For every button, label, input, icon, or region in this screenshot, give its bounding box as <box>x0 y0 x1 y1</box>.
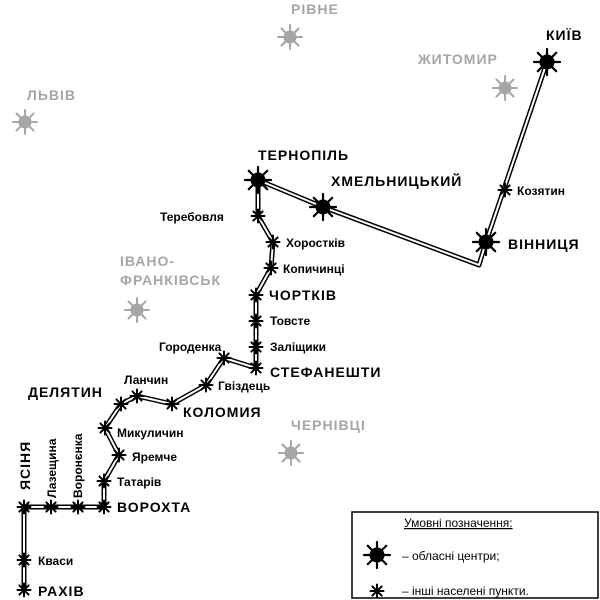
yasinia-icon <box>16 499 32 515</box>
chernivtsi-label: ЧЕРНІВЦІ <box>291 417 366 433</box>
mykulychyn-label: Микуличин <box>117 426 184 440</box>
kopychyntsi-label: Копичинці <box>283 262 345 276</box>
kvasy-icon <box>16 552 32 568</box>
route-centers: КИЇВ ТЕРНОПІЛЬ ХМЕЛЬНИЦЬКИЙ ВІННИЦЯ <box>243 27 583 257</box>
mykulychyn-icon <box>97 420 113 436</box>
stefaneshty-icon <box>248 360 264 376</box>
tatariv-icon <box>96 473 112 489</box>
tatariv-label: Татарів <box>117 475 161 489</box>
legend: Умовні позначення: – обласні центри; – і… <box>351 511 599 599</box>
rivne-icon <box>277 24 303 50</box>
vorokhta-label: ВОРОХТА <box>117 499 191 515</box>
rivne-label: РІВНЕ <box>291 1 339 17</box>
khmelnytskyi-icon <box>308 192 338 222</box>
zalishchyky-label: Заліщики <box>270 340 326 354</box>
ternopil-icon <box>243 165 273 195</box>
deliatyn-label: ДЕЛЯТИН <box>28 384 103 400</box>
rakhiv-label: РАХІВ <box>38 583 85 599</box>
route-line <box>21 61 550 590</box>
lanchyn-label: Ланчин <box>124 373 168 387</box>
hvizdets-icon <box>198 377 214 393</box>
tovste-label: Товсте <box>270 314 311 328</box>
lviv-icon <box>12 109 38 135</box>
terebovlia-label: Теребовля <box>160 210 224 224</box>
kozyatyn-icon <box>497 182 513 198</box>
lazeshchyna-label: Лазещина <box>45 438 59 498</box>
chortkiv-icon <box>248 287 264 303</box>
ivano-frankivsk-icon <box>124 297 150 323</box>
voronenka-icon <box>70 499 86 515</box>
lazeshchyna-icon <box>43 499 59 515</box>
khmelnytskyi-label: ХМЕЛЬНИЦЬКИЙ <box>331 172 462 189</box>
kvasy-label: Кваси <box>38 554 73 568</box>
khorostkiv-icon <box>265 234 281 250</box>
ivano-frankivsk-label-1: ІВАНО- <box>120 253 175 269</box>
zalishchyky-icon <box>248 339 264 355</box>
legend-title: Умовні позначення: <box>404 516 513 530</box>
voronenka-label: Воронєнка <box>71 433 85 498</box>
tovste-icon <box>248 313 264 329</box>
kyiv-label: КИЇВ <box>546 27 583 43</box>
vorokhta-icon <box>96 499 112 515</box>
kolomyia-label: КОЛОМИЯ <box>183 404 262 420</box>
kozyatyn-label: Козятин <box>517 184 565 198</box>
legend-item-regional-centers: – обласні центри; <box>402 549 500 563</box>
ivano-frankivsk-label-2: ФРАНКІВСЬК <box>120 272 221 288</box>
chortkiv-label: ЧОРТКІВ <box>269 287 337 303</box>
khorostkiv-label: Хоростків <box>286 236 345 250</box>
lviv-label: ЛЬВІВ <box>27 87 76 103</box>
regional-center-icon <box>362 540 392 570</box>
terebovlia-icon <box>250 208 266 224</box>
deliatyn-icon <box>113 396 129 412</box>
yaremche-icon <box>111 447 127 463</box>
legend-item-settlements: – інші населені пункти. <box>402 584 529 598</box>
rakhiv-icon <box>16 582 32 598</box>
stefaneshty-label: СТЕФАНЕШТИ <box>270 364 382 380</box>
yasinia-label: ЯСІНЯ <box>17 441 33 490</box>
settlement-icon <box>369 583 385 599</box>
hvizdets-label: Гвіздець <box>218 379 270 393</box>
vinnytsia-label: ВІННИЦЯ <box>508 236 580 252</box>
kyiv-icon <box>532 47 562 77</box>
horodenka-label: Городенка <box>159 340 222 354</box>
zhytomyr-icon <box>492 75 518 101</box>
lanchyn-icon <box>129 388 145 404</box>
route-points: Козятин Теребовля Хоростків Копичинці ЧО… <box>16 182 565 599</box>
kopychyntsi-icon <box>263 260 279 276</box>
kolomyia-icon <box>164 396 180 412</box>
chernivtsi-icon <box>278 440 304 466</box>
zhytomyr-label: ЖИТОМИР <box>417 51 498 67</box>
background-centers: РІВНЕ ЛЬВІВ ЖИТОМИР ІВАНО- ФРАНКІВСЬК ЧЕ… <box>12 1 518 466</box>
yaremche-label: Яремче <box>132 450 177 464</box>
vinnytsia-icon <box>471 227 501 257</box>
ternopil-label: ТЕРНОПІЛЬ <box>258 147 349 163</box>
